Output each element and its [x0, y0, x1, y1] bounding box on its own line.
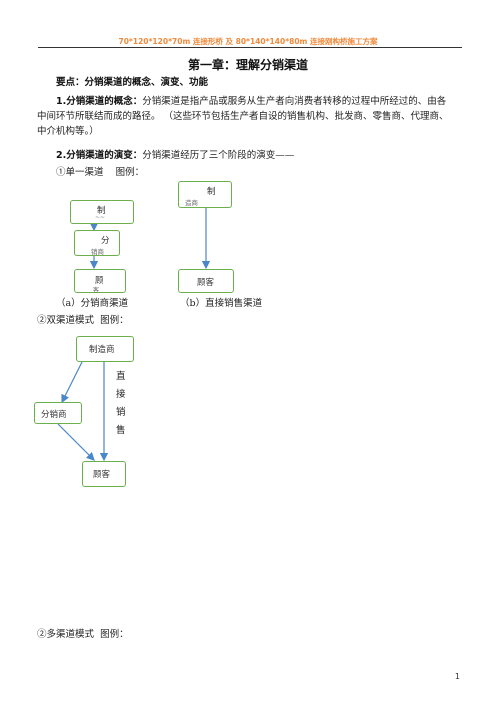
direct-sales-char-2: 接: [116, 389, 126, 400]
box-customer-a: 顾 客: [74, 269, 126, 294]
box-distributor-a-label: 分: [101, 236, 110, 246]
page-number: 1: [454, 672, 460, 681]
box-dual-customer-label: 顾客: [93, 470, 111, 480]
box-customer-a-label: 顾: [95, 276, 104, 286]
single-channel-example: 图例：: [115, 167, 145, 178]
box-manufacturer-a-sublabel: ~~: [95, 214, 106, 221]
box-manufacturer-b: 制 造商: [178, 181, 232, 208]
dual-channel-example: 图例：: [100, 315, 129, 326]
arrow-dual-manufacturer-to-distributor: [61, 361, 83, 404]
multi-channel-title: ②多渠道模式: [37, 629, 95, 640]
arrow-dual-distributor-to-customer: [57, 423, 95, 461]
box-dual-distributor-label: 分销商: [41, 410, 67, 420]
box-customer-a-sublabel: 客: [93, 287, 100, 294]
multi-channel-example: 图例：: [100, 629, 129, 640]
direct-sales-char-3: 销: [116, 407, 126, 418]
concept-line-2: 中间环节所联结而成的路径。 （这些环节包括生产者自设的销售机构、批发商、零售商、…: [37, 111, 449, 122]
box-manufacturer-b-sublabel: 造商: [185, 199, 198, 207]
evolution-text: 分销渠道经历了三个阶段的演变——: [142, 150, 295, 161]
box-customer-b: 顾客: [178, 269, 234, 293]
concept-line-1: 1.分销渠道的概念：分销渠道是指产品或服务从生产者向消费者转移的过程中所经过的、…: [56, 95, 446, 109]
page-header: 70*120*120*70m 连接形桥 及 80*140*140*80m 连接刚…: [118, 37, 378, 46]
chapter-title: 第一章：理解分销渠道: [187, 58, 308, 72]
box-customer-b-label: 顾客: [197, 278, 215, 288]
caption-distributor-channel: （a）分销商渠道: [56, 298, 129, 309]
box-manufacturer-a: 制 ~~: [70, 200, 134, 224]
single-channel-title: ①单一渠道: [56, 167, 104, 178]
box-distributor-a: 分 销商: [74, 230, 120, 256]
caption-direct-sales-channel: （b）直接销售渠道: [180, 298, 263, 309]
concept-label: 1.分销渠道的概念：: [56, 96, 143, 107]
multi-channel-heading: ②多渠道模式 图例：: [37, 628, 129, 642]
box-dual-manufacturer-label: 制造商: [89, 345, 115, 355]
box-dual-customer: 顾客: [82, 461, 126, 487]
evolution-line: 2.分销渠道的演变：分销渠道经历了三个阶段的演变——: [56, 149, 294, 163]
box-manufacturer-b-label: 制: [207, 187, 216, 197]
direct-sales-char-1: 直: [116, 371, 126, 382]
dual-channel-title: ②双渠道模式: [37, 315, 95, 326]
concept-line-3: 中介机构等。）: [37, 126, 99, 137]
key-points: 要点：分销渠道的概念、演变、功能: [56, 77, 209, 88]
concept-text-1: 分销渠道是指产品或服务从生产者向消费者转移的过程中所经过的、由各: [142, 96, 447, 107]
header-divider: [38, 47, 462, 48]
box-dual-distributor: 分销商: [34, 402, 82, 424]
direct-sales-char-4: 售: [116, 425, 126, 436]
box-manufacturer-a-label: 制: [97, 206, 106, 216]
single-channel-heading: ①单一渠道 图例：: [56, 166, 144, 180]
box-dual-manufacturer: 制造商: [76, 336, 134, 362]
dual-channel-heading: ②双渠道模式 图例：: [37, 314, 129, 328]
evolution-label: 2.分销渠道的演变：: [56, 150, 143, 161]
box-distributor-a-sublabel: 销商: [91, 248, 104, 256]
